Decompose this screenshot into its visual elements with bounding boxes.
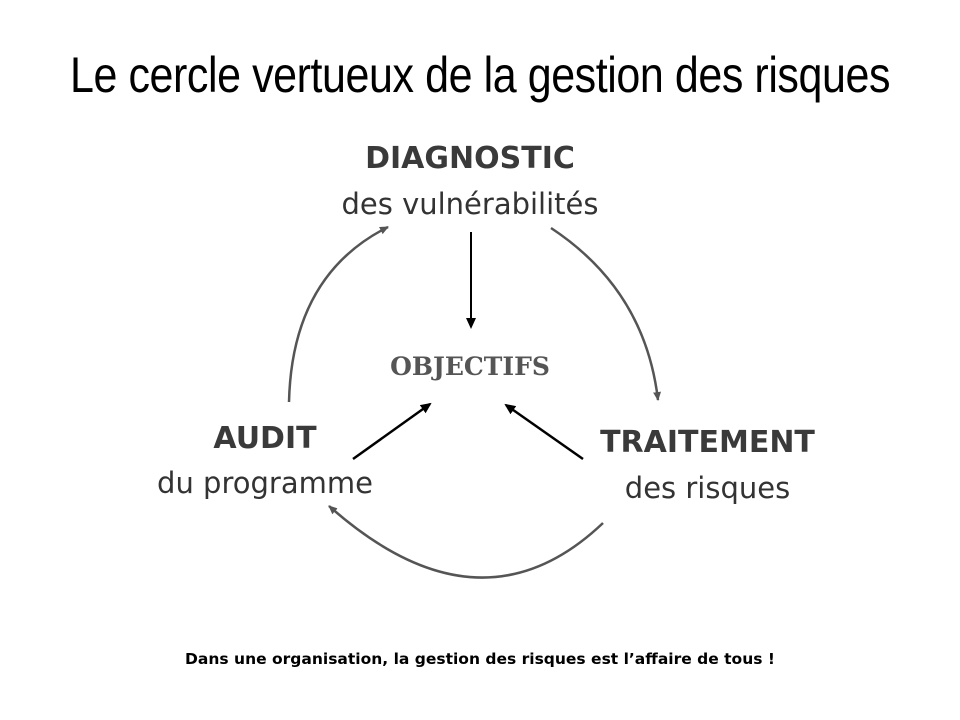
footer-caption: Dans une organisation, la gestion des ri… bbox=[185, 650, 775, 668]
node-traitement-subtitle: des risques bbox=[624, 471, 791, 505]
node-traitement-heading: TRAITEMENT bbox=[600, 425, 815, 460]
arc-audit-to-diagnostic bbox=[287, 225, 389, 403]
node-diagnostic-subtitle: des vulnérabilités bbox=[341, 187, 599, 221]
arc-diagnostic-to-traitement bbox=[550, 226, 662, 401]
node-audit-subtitle: du programme bbox=[157, 466, 373, 500]
arc-traitement-to-audit bbox=[328, 505, 604, 579]
node-audit-heading: AUDIT bbox=[213, 421, 317, 456]
diagram-title: Le cercle vertueux de la gestion des ris… bbox=[69, 47, 891, 103]
node-diagnostic-heading: DIAGNOSTIC bbox=[365, 141, 575, 176]
arrow-audit-to-objectifs bbox=[352, 402, 432, 461]
arrow-traitement-to-objectifs bbox=[504, 403, 584, 461]
center-objectifs-label: OBJECTIFS bbox=[390, 352, 550, 381]
